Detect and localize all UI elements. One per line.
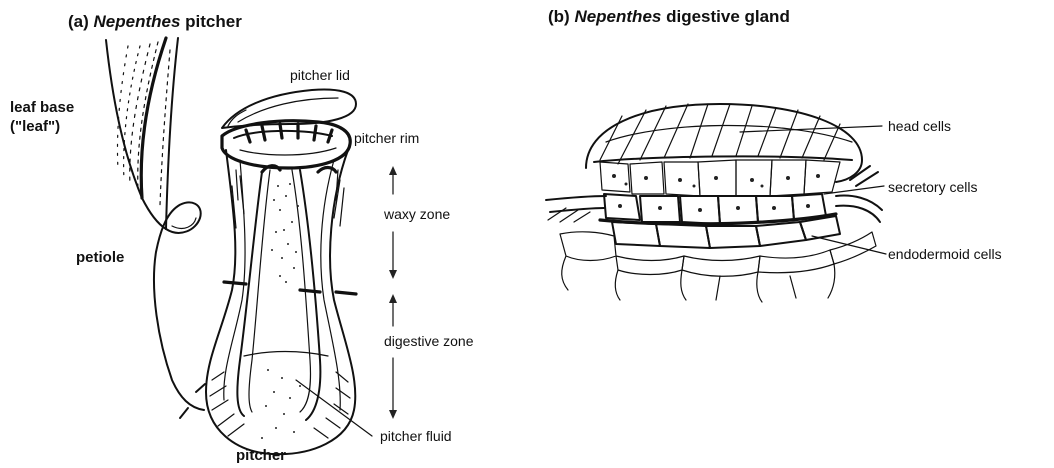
head-cells-label: head cells — [888, 118, 951, 134]
pitcher-body-drawing — [206, 150, 356, 454]
pitcher-rim-drawing — [222, 121, 350, 168]
endodermoid-cells-label: endodermoid cells — [888, 246, 1002, 262]
leaf-base-label: leaf base — [10, 99, 74, 116]
panel-b-title: (b) Nepenthes digestive gland — [548, 7, 790, 26]
pitcher-label: pitcher — [236, 447, 286, 464]
secretory-cells-drawing — [594, 156, 852, 224]
leaf-base-label-2: ("leaf") — [10, 118, 60, 135]
petiole-label: petiole — [76, 249, 124, 266]
waxy-zone-arrow — [389, 166, 397, 279]
digestive-zone-label: digestive zone — [384, 333, 474, 349]
secretory-cells-label: secretory cells — [888, 179, 977, 195]
pitcher-drawing — [106, 38, 397, 454]
surrounding-tissue-drawing — [546, 166, 882, 302]
petiole-drawing — [154, 202, 205, 418]
pitcher-fluid-leader — [296, 380, 372, 436]
pitcher-lid-label: pitcher lid — [290, 67, 350, 83]
digestive-zone-arrow — [389, 294, 397, 419]
waxy-zone-label: waxy zone — [383, 206, 450, 222]
endodermoid-cells-leader — [812, 236, 886, 254]
head-cells-drawing — [586, 104, 862, 182]
digestive-gland-drawing — [546, 104, 886, 302]
panel-a-title: (a) Nepenthes pitcher — [68, 12, 242, 31]
pitcher-stipple — [261, 183, 301, 439]
leaf-base-drawing — [106, 38, 178, 229]
pitcher-rim-label: pitcher rim — [354, 130, 419, 146]
pitcher-fluid-label: pitcher fluid — [380, 428, 452, 444]
